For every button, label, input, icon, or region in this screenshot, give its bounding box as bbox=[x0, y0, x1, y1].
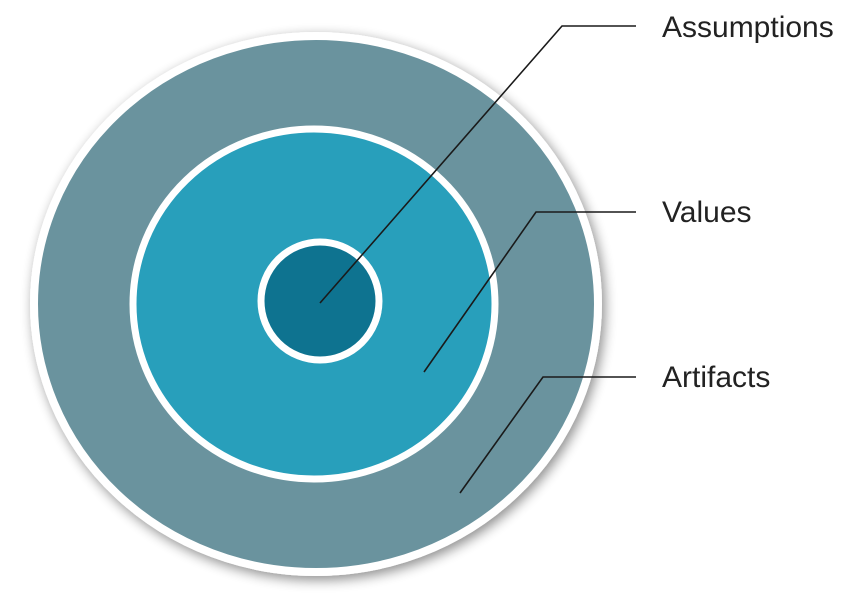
assumptions-core bbox=[257, 238, 383, 364]
artifacts-label: Artifacts bbox=[662, 361, 770, 394]
values-label: Values bbox=[662, 196, 752, 229]
assumptions-label: Assumptions bbox=[662, 11, 834, 44]
assumptions-leader-line bbox=[319, 25, 636, 304]
artifacts-leader-line bbox=[459, 376, 636, 494]
values-leader-line bbox=[423, 211, 636, 373]
